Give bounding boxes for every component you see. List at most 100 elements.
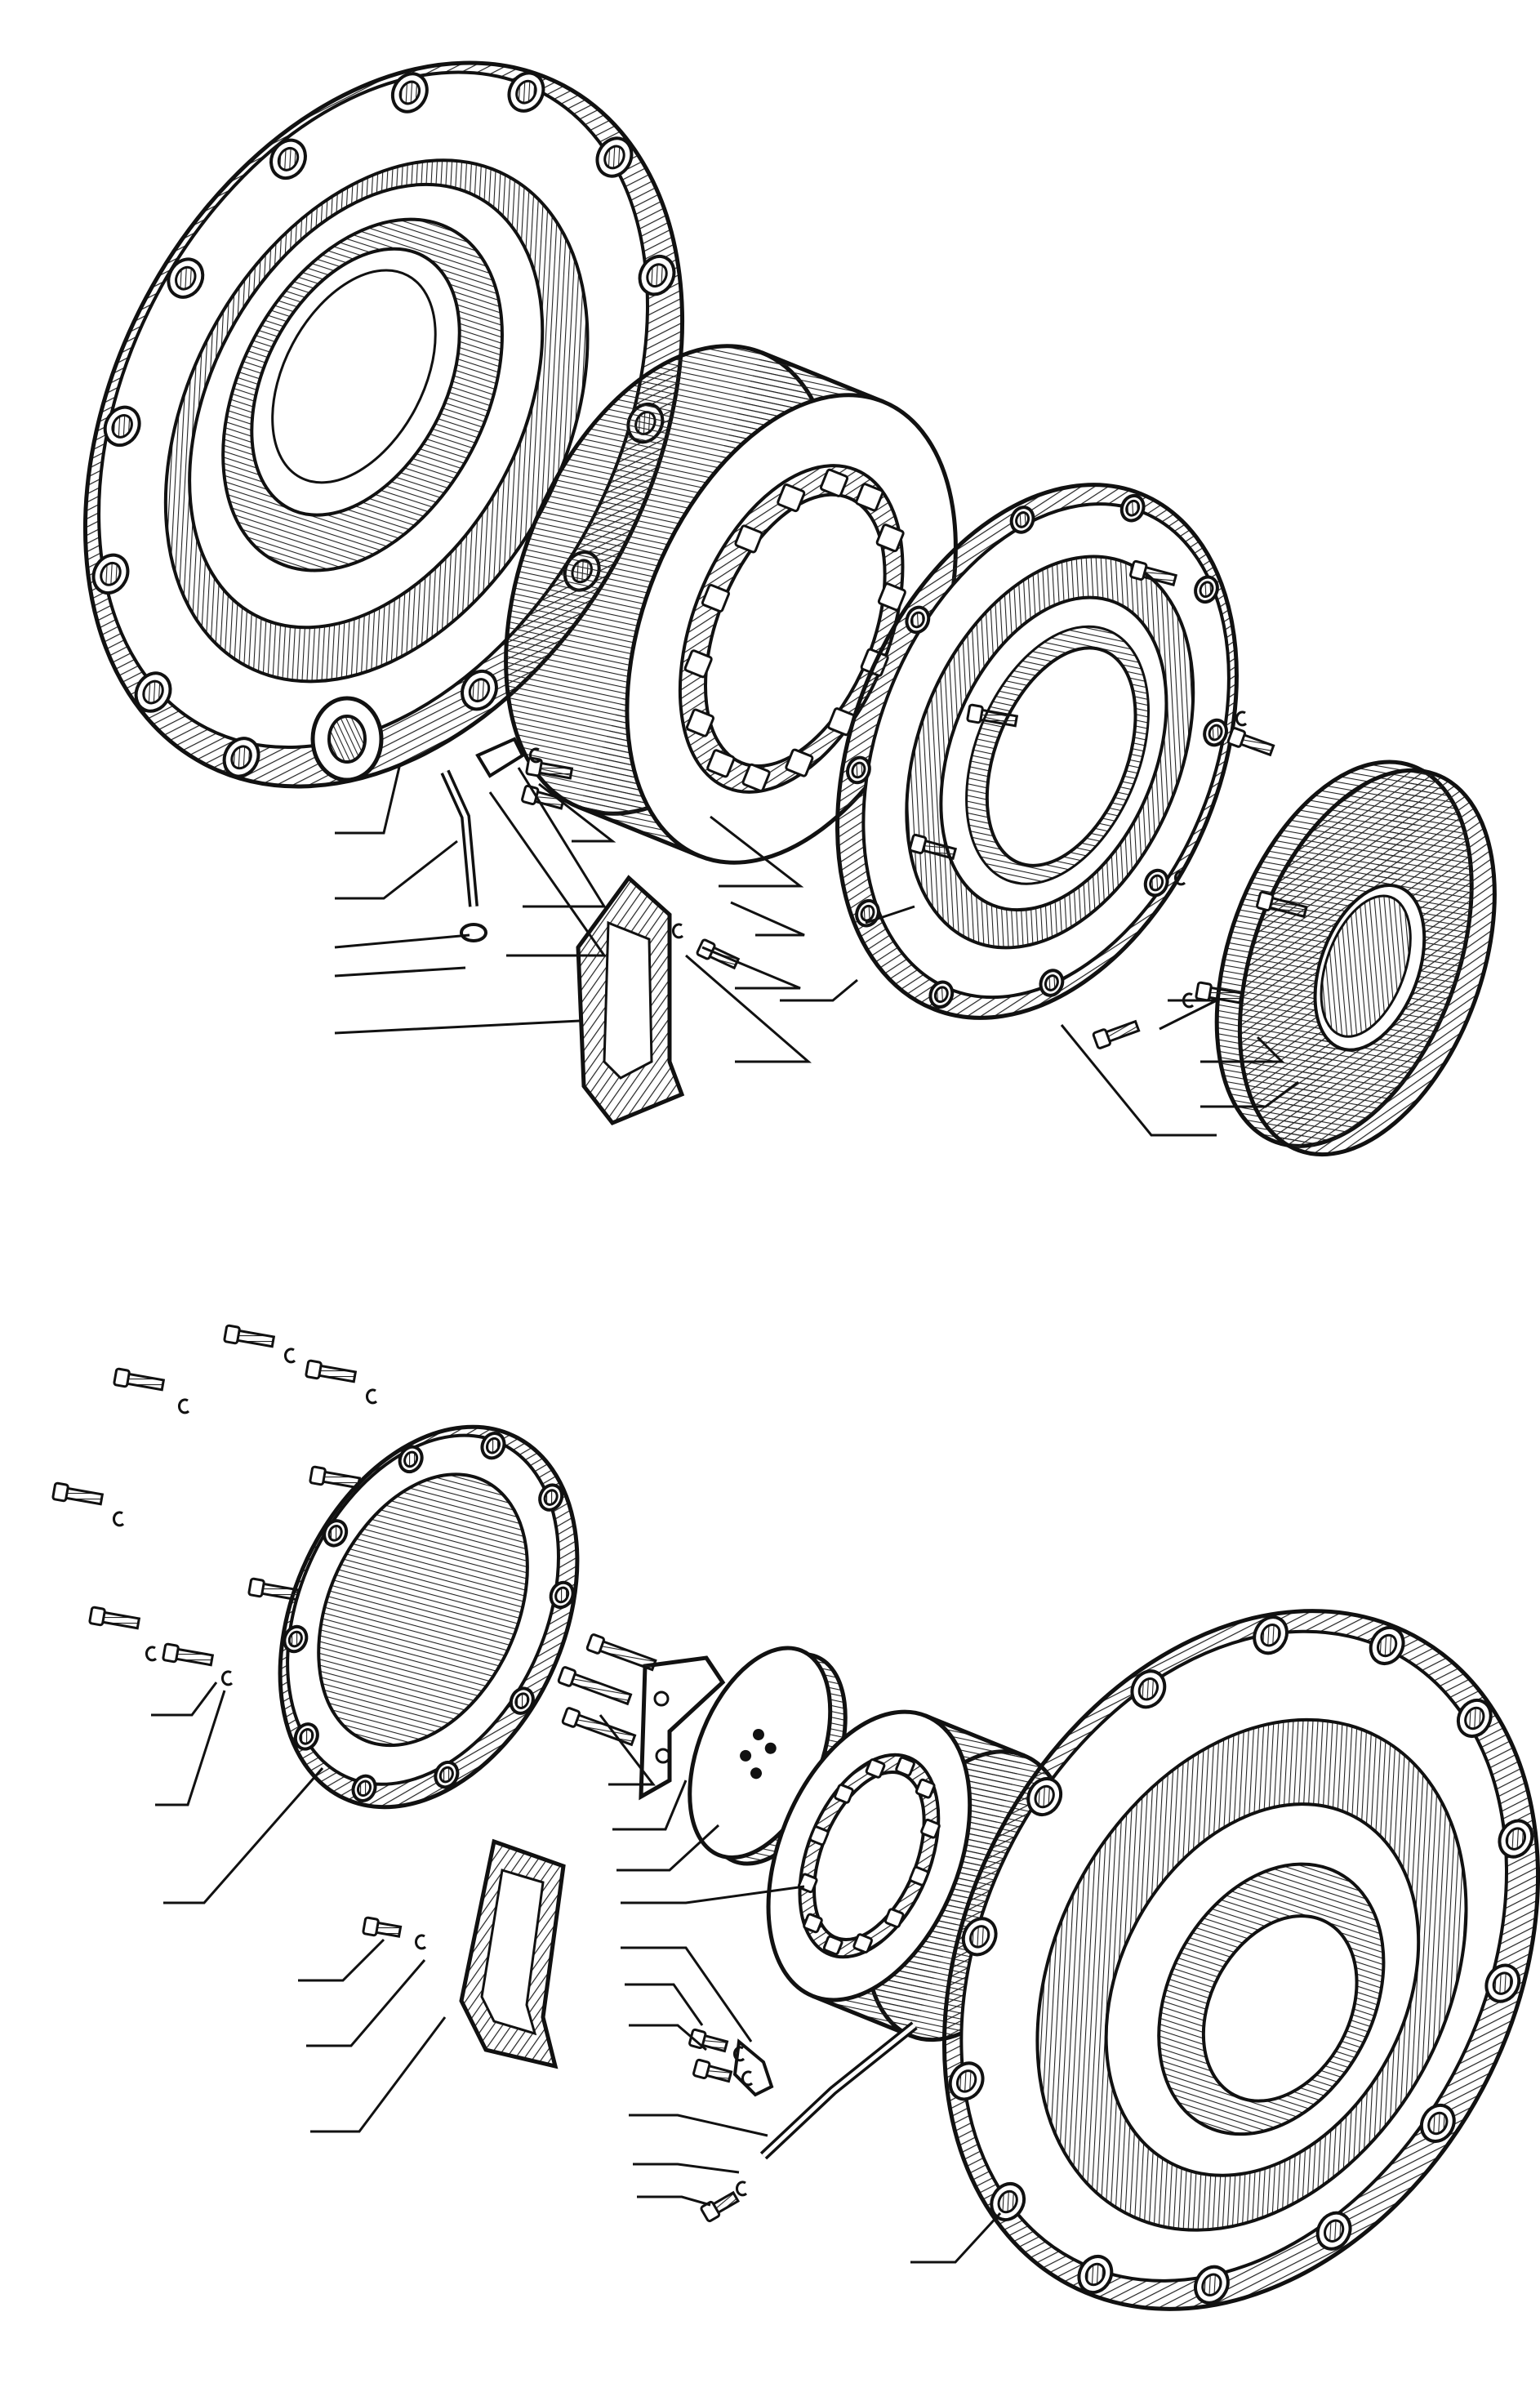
- bolt-hole-icon: [538, 1483, 564, 1512]
- upper-assembly: [83, 60, 1497, 1157]
- bolt-hole-icon: [1419, 2103, 1456, 2143]
- roller-icon: [785, 748, 814, 777]
- bolt-icon: [561, 1707, 637, 1747]
- roller-icon: [701, 583, 730, 613]
- roller-icon: [834, 1784, 854, 1804]
- bolt-hole-icon: [509, 1686, 535, 1715]
- bolt-hole-icon: [222, 737, 260, 778]
- bolt-hole-icon: [1203, 718, 1228, 747]
- lock-plate-icon: [732, 2038, 774, 2097]
- bolt-icon: [223, 1324, 276, 1348]
- drain-boss-icon: [310, 696, 384, 782]
- bolt-hole-icon: [549, 1580, 575, 1610]
- spring-washer-icon: [177, 1398, 190, 1414]
- spring-washer-icon: [414, 1934, 427, 1950]
- bolt-icon: [305, 1359, 358, 1383]
- spring-washer-icon: [732, 2046, 746, 2062]
- bolt-hole-icon: [961, 1917, 998, 1957]
- inspection-cover-icon: [459, 1838, 566, 2069]
- end-cover-icon: [278, 1424, 580, 1810]
- bolt-icon: [557, 1666, 633, 1706]
- bolt-hole-icon: [398, 1445, 424, 1474]
- spring-washer-icon: [735, 2180, 748, 2197]
- bolt-hole-icon: [846, 755, 871, 785]
- leader-lines-lower: [151, 1682, 1002, 2264]
- spring-washer-icon: [283, 1348, 296, 1364]
- bolt-hole-icon: [461, 669, 498, 711]
- mounting-bracket-icon: [639, 1655, 726, 1801]
- bolt-hole-icon: [1119, 493, 1146, 523]
- bolt-hole-icon: [928, 980, 955, 1009]
- bolt-hole-icon: [1194, 575, 1219, 604]
- bolt-hole-icon: [1194, 2265, 1230, 2305]
- bolt-hole-icon: [1130, 1669, 1167, 1709]
- bolt-icon: [692, 2058, 733, 2083]
- bolt-icon: [1226, 727, 1275, 757]
- bolt-hole-icon: [1456, 1698, 1493, 1738]
- inspection-cover-icon: [576, 875, 685, 1126]
- bolt-hole-icon: [990, 2182, 1026, 2222]
- bolt-hole-icon: [1077, 2255, 1114, 2295]
- bolt-hole-icon: [91, 553, 130, 595]
- bolt-hole-icon: [269, 138, 307, 180]
- roller-icon: [822, 1935, 843, 1956]
- bolt-hole-icon: [293, 1722, 319, 1751]
- lock-plate-icon: [475, 737, 525, 778]
- bolt-hole-icon: [905, 605, 931, 635]
- bolt-hole-icon: [480, 1432, 506, 1460]
- breather-pipe-icon: [440, 769, 478, 907]
- bolt-hole-icon: [1369, 1625, 1405, 1665]
- roller-icon: [855, 483, 884, 512]
- breather-pipe-icon: [759, 2021, 918, 2160]
- bolt-icon: [51, 1481, 105, 1506]
- bolt-hole-icon: [390, 72, 429, 114]
- roller-icon: [777, 483, 806, 513]
- bolt-hole-icon: [948, 2061, 985, 2101]
- roller-icon: [734, 524, 763, 554]
- bolt-icon: [162, 1642, 215, 1667]
- bolt-hole-icon: [351, 1774, 377, 1802]
- bolt-hole-icon: [1315, 2211, 1352, 2251]
- bolt-hole-icon: [1026, 1777, 1063, 1817]
- roller-icon: [685, 708, 714, 737]
- lower-assembly: [51, 1324, 1540, 2311]
- bolt-icon: [113, 1367, 166, 1392]
- roller-icon: [877, 582, 906, 612]
- roller-icon: [915, 1778, 936, 1799]
- roller-icon: [741, 763, 771, 792]
- spring-washer-icon: [1235, 710, 1248, 727]
- roller-icon: [852, 1933, 873, 1953]
- bolt-icon: [1256, 890, 1308, 919]
- bolt-hole-icon: [1143, 868, 1169, 898]
- bolt-icon: [247, 1577, 300, 1601]
- bearing-cover-icon: [835, 483, 1239, 1020]
- bolt-hole-icon: [283, 1624, 309, 1654]
- bolt-hole-icon: [167, 257, 205, 299]
- spring-washer-icon: [365, 1388, 378, 1405]
- roller-icon: [808, 1825, 830, 1846]
- bolt-hole-icon: [855, 898, 880, 928]
- bolt-hole-icon: [595, 136, 634, 178]
- bolt-hole-icon: [507, 71, 545, 113]
- bolt-hole-icon: [638, 254, 676, 296]
- housing-flange-icon: [83, 60, 684, 789]
- spring-washer-icon: [145, 1646, 158, 1662]
- bolt-hole-icon: [1484, 1963, 1521, 2003]
- spring-washer-icon: [528, 747, 541, 764]
- roller-icon: [895, 1756, 915, 1777]
- bolt-hole-icon: [1498, 1819, 1534, 1859]
- roller-icon: [865, 1758, 886, 1779]
- bearing-ring-icon: [504, 344, 958, 865]
- seal-disc-icon: [1214, 760, 1497, 1157]
- bolt-hole-icon: [103, 405, 141, 448]
- spring-washer-icon: [741, 2070, 754, 2087]
- bolt-icon: [1092, 1019, 1141, 1049]
- housing-flange-icon: [942, 1609, 1540, 2311]
- bolt-hole-icon: [134, 671, 172, 713]
- washer-icon: [460, 923, 487, 942]
- spring-washer-icon: [1173, 870, 1186, 886]
- bolt-hole-icon: [1253, 1615, 1289, 1655]
- bolt-icon: [700, 2190, 741, 2223]
